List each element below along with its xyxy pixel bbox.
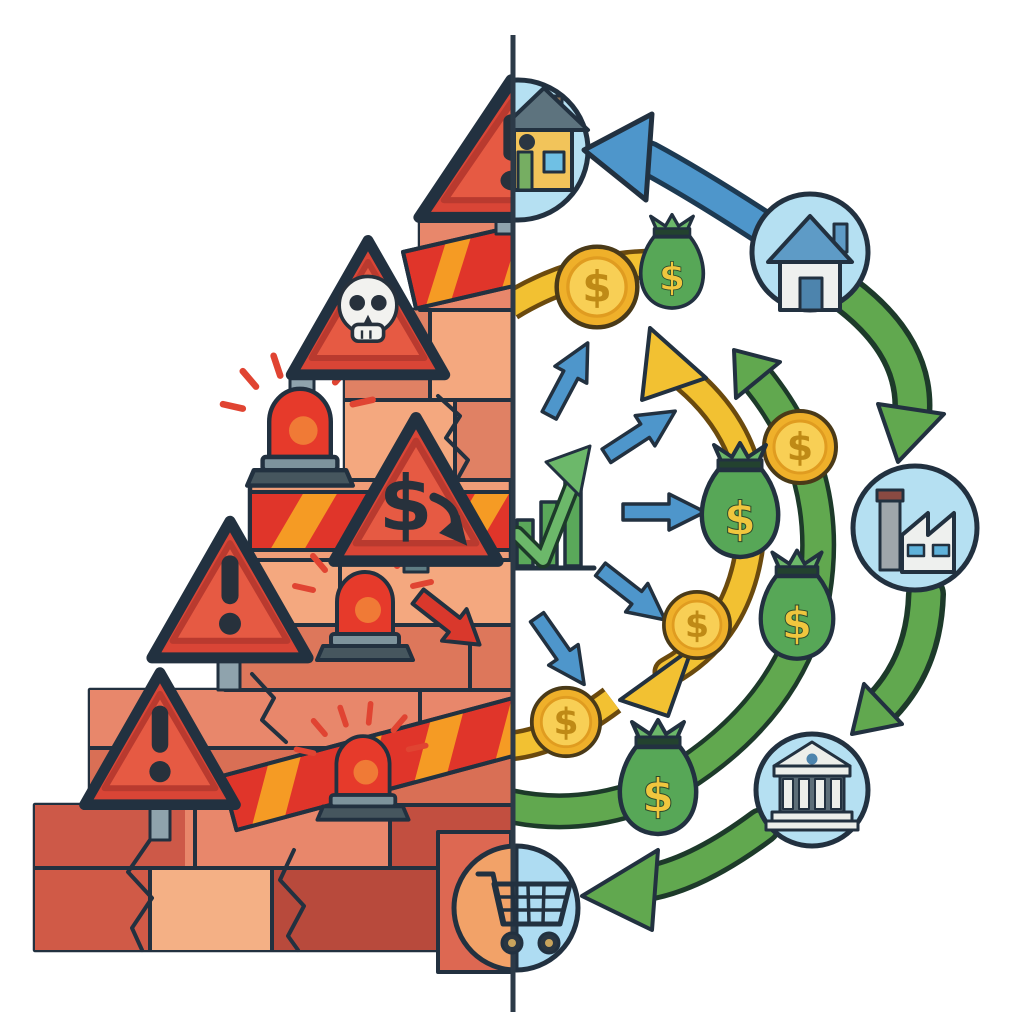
coin-icon <box>662 590 732 660</box>
yellow-arrowhead-down <box>618 646 694 718</box>
house-node <box>749 191 871 313</box>
warning-triangle-skull <box>285 234 451 381</box>
left-panel-risk-pyramid: $ <box>32 74 513 974</box>
exclamation-dot <box>500 170 513 191</box>
skull-icon <box>337 274 399 344</box>
dollar-glyph: $ <box>379 460 432 549</box>
house-icon <box>766 214 854 312</box>
factory-to-bank-arrow <box>850 574 946 736</box>
right-panel-circular-economy <box>513 77 980 973</box>
coin-icon <box>557 247 638 328</box>
cart-grid <box>495 883 568 925</box>
bank-node <box>753 731 871 849</box>
coin-icon <box>762 409 838 485</box>
cart-node-blue-half <box>513 843 581 973</box>
blue-cycle-arrowhead <box>581 111 655 203</box>
factory-node <box>850 463 980 593</box>
home-to-factory-arrow <box>826 274 946 464</box>
house-icon <box>513 86 590 192</box>
cart-node-orange-half <box>451 843 513 973</box>
warning-triangle-dollar-decline: $ <box>328 412 504 567</box>
hazard-stripe-band <box>401 218 513 311</box>
falling-arrow-glyph <box>429 492 468 546</box>
green-arrowhead-up <box>732 348 782 400</box>
red-decline-arrow <box>410 587 482 647</box>
cart-icon <box>475 871 573 955</box>
yellow-arrowhead-up <box>640 326 708 402</box>
bank-icon <box>764 740 860 832</box>
warning-triangle-exclamation-bottom <box>79 667 241 811</box>
coin-icon <box>529 685 603 759</box>
brick-cracks <box>126 394 482 952</box>
growth-chart-icon <box>513 444 597 571</box>
warning-triangle-exclamation-mid <box>146 515 314 664</box>
house-split-node <box>513 77 591 223</box>
factory-icon <box>875 488 956 574</box>
bank-to-cart-arrow <box>580 807 781 932</box>
